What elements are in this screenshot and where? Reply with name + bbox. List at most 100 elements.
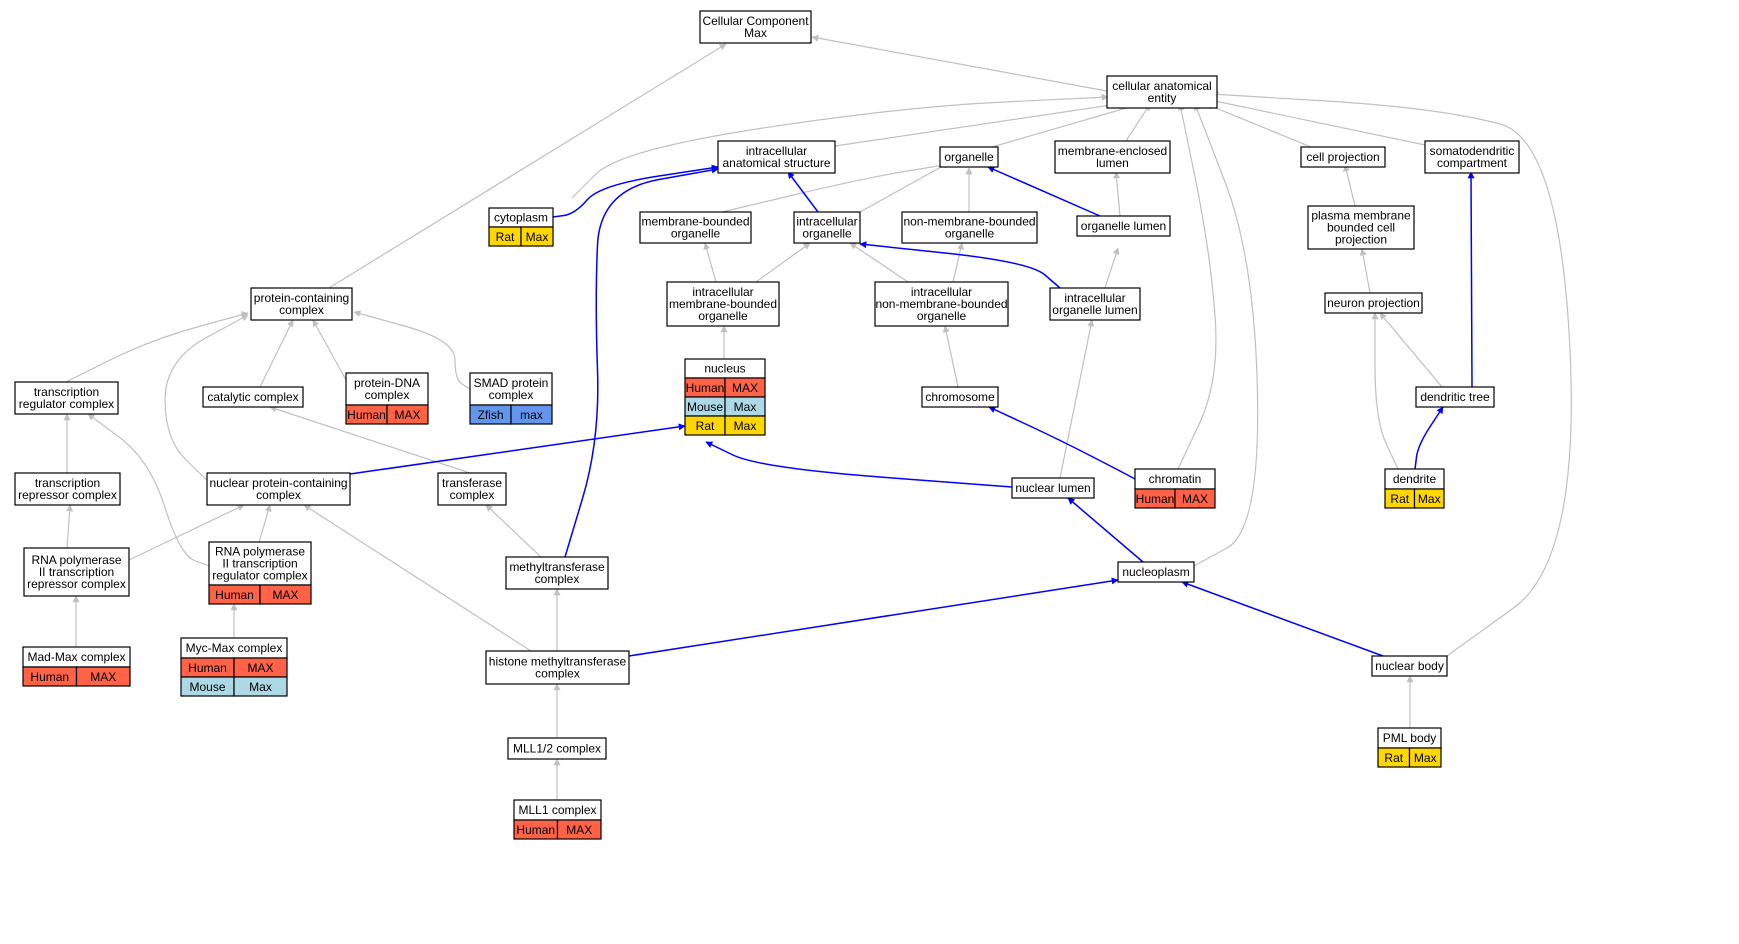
node-label: non-membrane-bounded (875, 297, 1007, 311)
node-label: membrane-bounded (641, 215, 749, 229)
node-ol[interactable]: organelle lumen (1076, 215, 1171, 237)
node-organelle[interactable]: organelle (939, 146, 999, 168)
node-label: complex (279, 303, 324, 317)
node-label: organelle (944, 150, 994, 164)
node-nbody[interactable]: nuclear body (1371, 655, 1448, 677)
annotation-cell (75, 666, 131, 687)
node-label: histone methyltransferase (489, 655, 627, 669)
node-box (23, 547, 130, 597)
gene-label: MAX (732, 381, 758, 395)
annotation-cell (1174, 488, 1216, 509)
node-chromosome[interactable]: chromosome (921, 386, 999, 408)
gene-label: MAX (566, 823, 592, 837)
node-label: RNA polymerase (31, 553, 121, 567)
node-label: non-membrane-bounded (903, 215, 1035, 229)
node-box (469, 372, 553, 406)
species-label: Rat (1384, 751, 1403, 765)
node-label: chromosome (925, 390, 995, 404)
node-label: nuclear protein-containing (209, 476, 347, 490)
node-label: intracellular (692, 285, 753, 299)
is-a-edge-36 (87, 413, 210, 567)
annotation-cell (259, 584, 312, 605)
node-label: protein-containing (254, 291, 349, 305)
node-nlumen[interactable]: nuclear lumen (1011, 477, 1095, 499)
is-a-edge-25 (942, 325, 959, 388)
annotation-cell (724, 415, 766, 436)
gene-label: MAX (247, 661, 273, 675)
is-a-edge-16 (859, 161, 951, 213)
node-box (921, 386, 999, 408)
is-a-edge-14 (1379, 312, 1443, 388)
is-a-edge-2 (834, 101, 1119, 147)
part-of-edge-58 (1181, 580, 1384, 657)
is-a-edge-0 (811, 34, 1108, 92)
node-box (250, 287, 353, 321)
is-a-edge-12 (1359, 248, 1371, 294)
annotation-cell (520, 226, 554, 247)
node-box (1049, 287, 1141, 321)
node-cellproj[interactable]: cell projection (1300, 146, 1386, 168)
node-label: neuron projection (1327, 296, 1420, 310)
node-label: organelle (698, 309, 748, 323)
node-label: PML body (1383, 731, 1437, 745)
gene-label: MAX (90, 670, 116, 684)
node-box (14, 472, 121, 506)
is-a-edge-22 (952, 242, 964, 283)
node-catc[interactable]: catalytic complex (202, 386, 304, 408)
node-label: intracellular (796, 215, 857, 229)
node-label: RNA polymerase (215, 545, 305, 559)
node-box (1076, 215, 1171, 237)
node-inmbo[interactable]: intracellularnon-membrane-boundedorganel… (874, 281, 1009, 327)
node-label: membrane-bounded (669, 297, 777, 311)
species-label: Human (686, 381, 725, 395)
node-box (1106, 75, 1218, 109)
gene-label: Max (734, 400, 757, 414)
part-of-edge-53 (349, 423, 686, 475)
node-label: MLL1 complex (518, 803, 596, 817)
node-label: organelle lumen (1081, 219, 1166, 233)
node-label: bounded cell (1327, 221, 1395, 235)
gene-label: MAX (394, 408, 420, 422)
node-nucleoplasm[interactable]: nucleoplasm (1117, 561, 1195, 583)
node-label: intracellular (1064, 291, 1125, 305)
node-label: organelle (945, 227, 995, 241)
node-dtree[interactable]: dendritic tree (1415, 386, 1495, 408)
node-mll12[interactable]: MLL1/2 complex (507, 737, 607, 760)
node-neuproj[interactable]: neuron projection (1324, 292, 1423, 314)
node-label: Max (744, 26, 767, 40)
node-label: catalytic complex (207, 390, 298, 404)
node-label: II transcription (39, 565, 114, 579)
node-label: repressor complex (27, 577, 126, 591)
gene-label: max (520, 408, 543, 422)
